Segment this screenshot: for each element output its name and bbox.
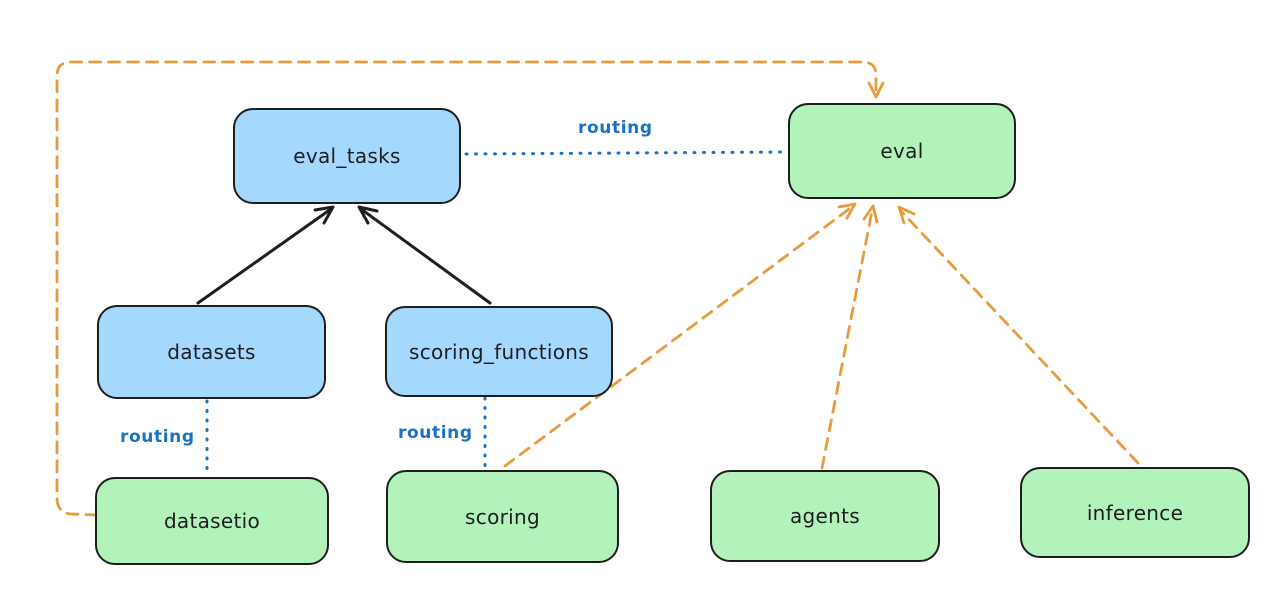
node-datasets-label: datasets: [167, 340, 256, 364]
edge-eval_tasks-eval: [464, 150, 788, 156]
node-scoring-label: scoring: [465, 504, 540, 529]
edge-scoring_functions-eval_tasks: [357, 205, 492, 305]
edge-scoring-eval: [503, 202, 857, 468]
node-scoring: scoring: [386, 470, 619, 563]
arrowhead: [897, 205, 916, 225]
node-datasets: datasets: [97, 305, 326, 399]
node-inference: inference: [1020, 467, 1250, 558]
arrowhead: [357, 205, 379, 225]
node-scoring-functions: scoring_functions: [385, 306, 613, 397]
routing-label-scoring-functions-scoring: routing: [398, 423, 473, 443]
routing-label-eval-tasks-eval: routing: [578, 118, 653, 138]
arrowhead: [837, 202, 857, 220]
node-datasetio-label: datasetio: [163, 509, 261, 533]
edge-agents-eval: [820, 204, 879, 470]
node-agents: agents: [710, 470, 940, 562]
node-eval-tasks-label: eval_tasks: [293, 144, 401, 168]
node-inference-label: inference: [1086, 500, 1184, 525]
node-datasetio: datasetio: [95, 477, 329, 565]
node-eval-tasks: eval_tasks: [233, 108, 461, 204]
arrowhead: [867, 81, 885, 99]
node-agents-label: agents: [790, 504, 860, 528]
node-eval-label: eval: [880, 139, 924, 163]
node-eval: eval: [788, 103, 1016, 199]
arrowhead: [862, 204, 879, 224]
node-scoring-functions-label: scoring_functions: [408, 339, 590, 364]
arrowhead: [313, 205, 335, 225]
edge-inference-eval: [897, 205, 1140, 465]
edge-datasets-eval_tasks: [196, 205, 335, 305]
edge-datasetio-eval: [55, 60, 885, 517]
routing-label-datasets-datasetio: routing: [120, 427, 195, 447]
